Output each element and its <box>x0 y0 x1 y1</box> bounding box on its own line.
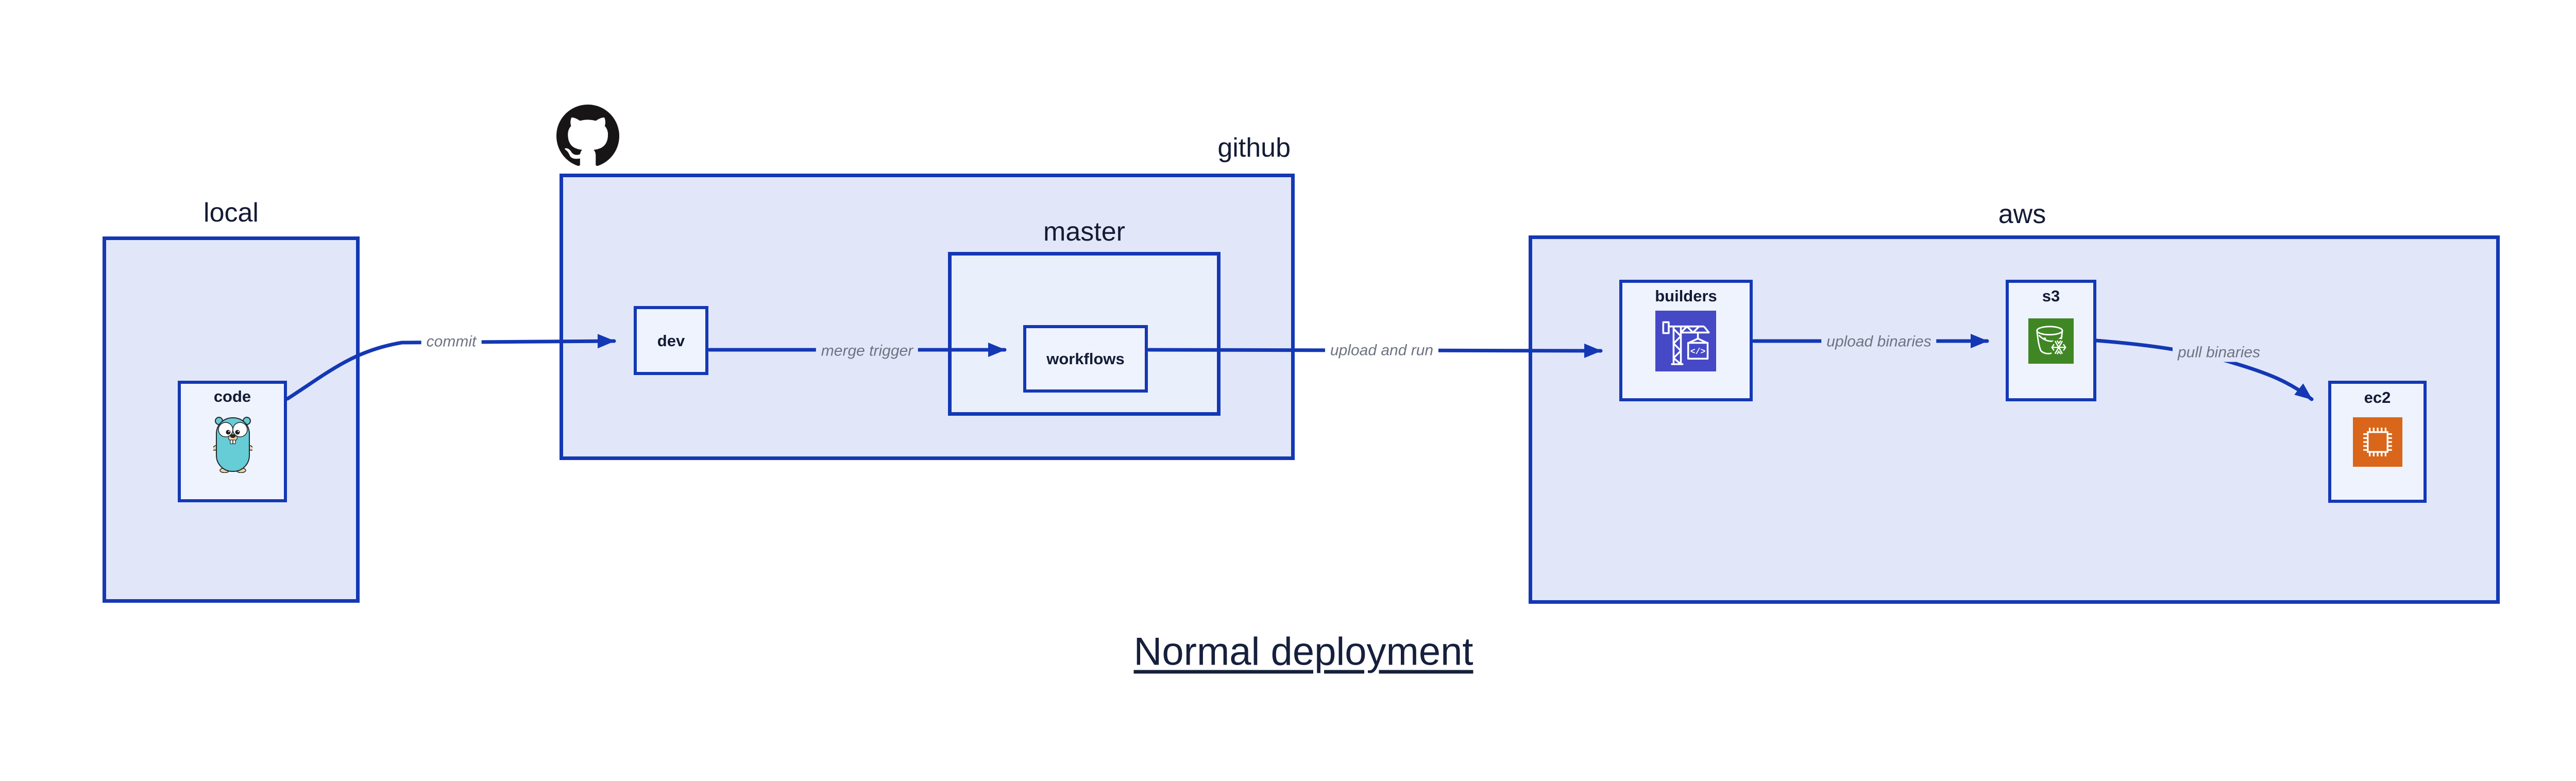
s3-glacier-bucket-icon <box>2028 318 2074 364</box>
upload-binaries-edge-label: upload binaries <box>1821 332 1937 351</box>
upload-and-run-edge-label: upload and run <box>1325 341 1439 360</box>
github-label: github <box>1217 133 1291 163</box>
code-label: code <box>213 387 251 405</box>
ec2-label: ec2 <box>2364 388 2391 406</box>
dev-node-box <box>634 306 708 375</box>
workflows-node-box <box>1023 325 1148 393</box>
go-gopher-icon <box>212 414 254 473</box>
aws-label: aws <box>1998 199 2046 229</box>
s3-label: s3 <box>2042 287 2060 305</box>
ec2-chip-icon <box>2353 417 2402 467</box>
codebuild-code-glyph: </> <box>1690 347 1706 356</box>
merge-trigger-edge-label: merge trigger <box>816 341 919 361</box>
commit-edge-label: commit <box>421 332 482 351</box>
workflows-label: workflows <box>1046 350 1125 368</box>
codebuild-crane-icon: </> <box>1655 311 1716 371</box>
builders-label: builders <box>1655 287 1717 305</box>
pull-binaries-edge-label: pull binaries <box>2172 343 2266 362</box>
local-label: local <box>204 198 259 228</box>
github-octocat-icon <box>556 105 619 167</box>
dev-label: dev <box>657 332 685 350</box>
diagram-title: Normal deployment <box>1133 630 1473 674</box>
master-label: master <box>1043 217 1125 247</box>
builders-node-box <box>1619 280 1753 401</box>
